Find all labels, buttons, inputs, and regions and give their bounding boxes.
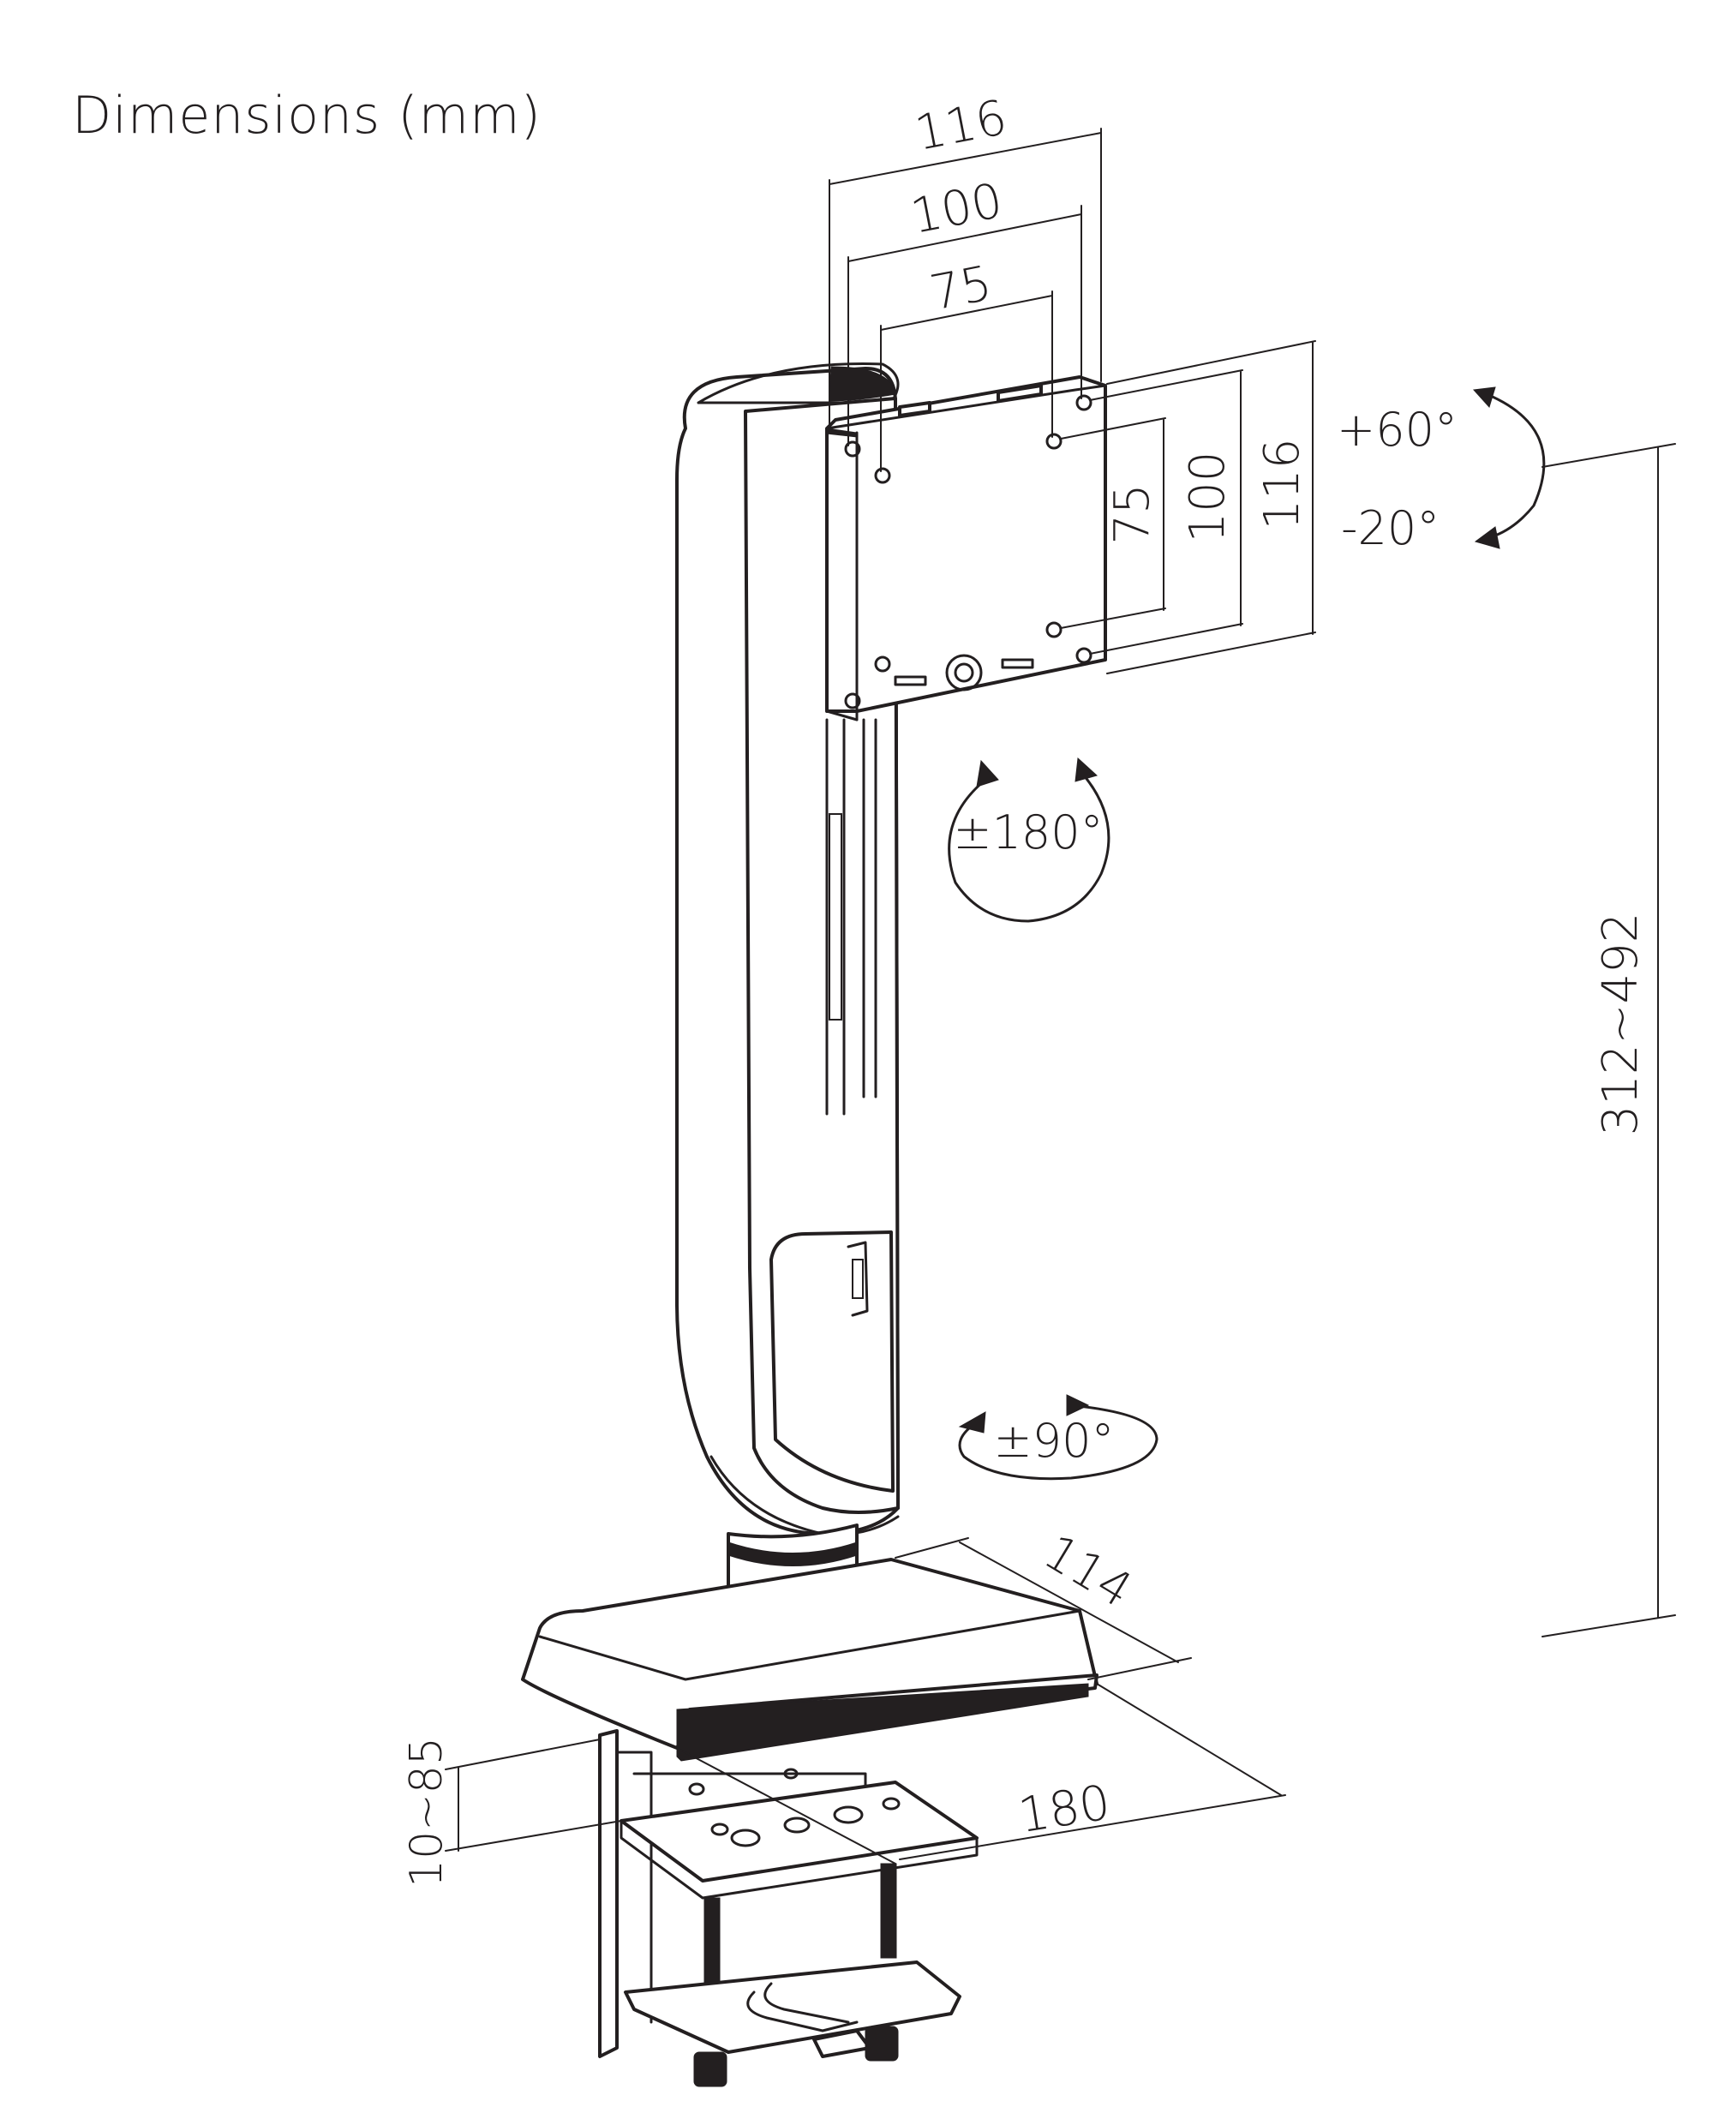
desk-clamp bbox=[598, 1729, 979, 2087]
tilt-arrow-icon bbox=[1472, 386, 1546, 549]
vesa-width-dimensions bbox=[829, 128, 1102, 472]
swivel-label: ±90° bbox=[994, 1414, 1115, 1468]
vesa-height-dimensions bbox=[1060, 340, 1316, 674]
dim-100-side: 100 bbox=[1180, 452, 1236, 543]
base-width-dimension bbox=[676, 1683, 1286, 1865]
vesa-plate bbox=[825, 375, 1107, 721]
clamp-range-dimension bbox=[445, 1739, 622, 1852]
base-depth-dimension bbox=[895, 1537, 1192, 1680]
swivel-arrow-icon bbox=[958, 1394, 1158, 1481]
tilt-down-label: -20° bbox=[1341, 501, 1440, 555]
height-range-label: 312~492 bbox=[1593, 913, 1649, 1136]
stand-base bbox=[521, 1558, 1098, 1762]
rotation-label: ±180° bbox=[953, 805, 1103, 859]
dim-116-top: 116 bbox=[911, 90, 1011, 162]
diagram-title: Dimensions (mm) bbox=[72, 86, 542, 146]
base-width-label: 180 bbox=[1015, 1775, 1114, 1844]
height-range-dimension bbox=[1541, 443, 1676, 1637]
tilt-up-label: +60° bbox=[1337, 403, 1458, 457]
rotation-arrow-icon bbox=[948, 757, 1110, 923]
dim-75-side: 75 bbox=[1104, 483, 1160, 544]
dim-75-top: 75 bbox=[925, 255, 996, 321]
clamp-range-label: 10~85 bbox=[401, 1737, 452, 1888]
dim-100-top: 100 bbox=[907, 173, 1007, 245]
dim-116-side: 116 bbox=[1254, 439, 1310, 530]
